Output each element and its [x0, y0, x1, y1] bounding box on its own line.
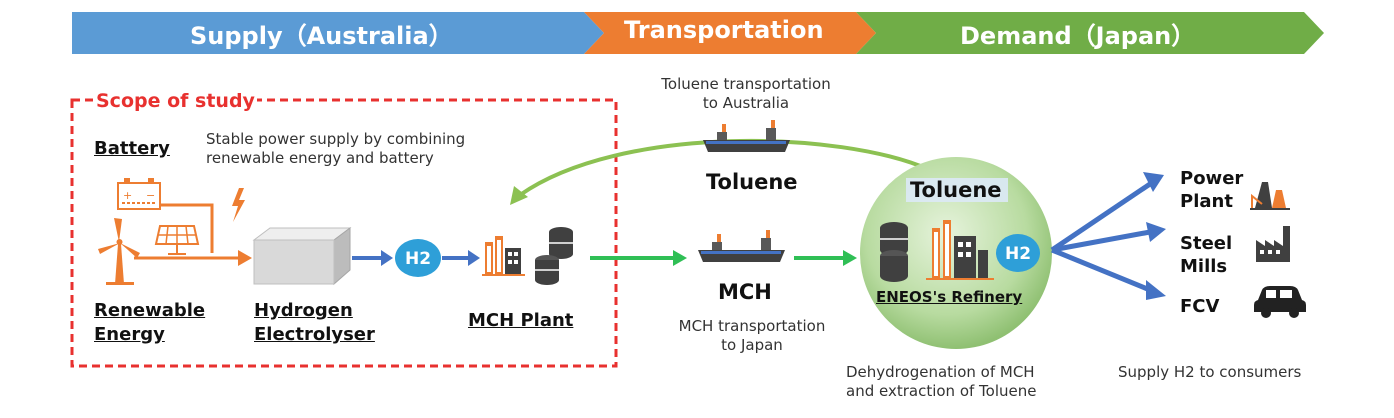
toluene-transport-line2: to Australia [702, 94, 790, 112]
tank-icon [880, 222, 908, 282]
toluene-return-arrowhead [510, 186, 528, 205]
ship-icon [703, 120, 790, 152]
tank-icon [535, 227, 573, 285]
scope-of-study-title: Scope of study [94, 90, 257, 112]
battery-note-line2: renewable energy and battery [206, 149, 434, 167]
mch-plant-label: MCH Plant [468, 310, 574, 331]
electrolyser-label-line2: Electrolyser [254, 324, 375, 345]
power-plant-icon [1250, 182, 1290, 210]
battery-label: Battery [94, 138, 170, 159]
power-plant-label-line1: Power [1180, 168, 1244, 189]
blue-arrowhead-1 [381, 250, 393, 266]
wind-turbine-icon [98, 218, 140, 285]
electrolyser-label-line1: Hydrogen [254, 300, 353, 321]
solar-panel-icon [154, 225, 200, 255]
demand-banner-label: Demand（Japan） [960, 22, 1196, 50]
svg-text:−: − [146, 189, 155, 202]
fcv-label: FCV [1180, 296, 1220, 317]
electrolyser-box-icon [252, 227, 352, 286]
car-icon [1254, 286, 1306, 318]
toluene-label: Toluene [706, 170, 798, 194]
h2-badge [395, 239, 441, 277]
refinery-toluene-label: Toluene [910, 178, 1002, 202]
renewable-label-line2: Energy [94, 324, 165, 345]
blue-arrowhead-fcv [1146, 280, 1166, 300]
svg-text:+: + [123, 189, 132, 202]
renewable-label-line1: Renewable [94, 300, 206, 321]
h2-badge-label: H2 [405, 249, 431, 269]
h2-badge [996, 234, 1040, 272]
blue-arrowhead-steel [1146, 222, 1166, 242]
mch-transport-line1: MCH transportation [678, 317, 826, 335]
toluene-highlight [906, 178, 1008, 202]
toluene-transport-line1: Toluene transportation [661, 75, 831, 93]
steel-mills-label-line2: Mills [1180, 256, 1228, 277]
green-arrowhead-1 [673, 250, 687, 266]
orange-arrowhead [238, 250, 252, 266]
to-power-plant-arrow [1050, 181, 1152, 253]
supply-banner-label: Supply（Australia） [190, 22, 453, 50]
steel-mills-label-line1: Steel [1180, 233, 1233, 254]
transport-banner-label: Transportation [624, 16, 824, 44]
refinery-name: ENEOS's Refinery [876, 288, 1023, 306]
transport-banner [584, 12, 876, 54]
refinery-h2-label: H2 [1005, 244, 1031, 264]
plant-icon [926, 220, 994, 280]
dehydro-line2: and extraction of Toluene [846, 382, 1037, 400]
lightning-icon [232, 188, 245, 222]
dehydro-line1: Dehydrogenation of MCH [846, 363, 1035, 381]
battery-note-line1: Stable power supply by combining [206, 130, 466, 148]
blue-arrowhead-2 [468, 250, 480, 266]
green-arrowhead-2 [843, 250, 857, 266]
mch-label: MCH [718, 280, 772, 304]
supply-banner [72, 12, 604, 54]
factory-icon [1256, 226, 1290, 262]
ship-icon [698, 230, 785, 262]
power-plant-label-line2: Plant [1180, 191, 1233, 212]
scope-box [70, 98, 618, 368]
battery-to-bus-line [160, 203, 214, 253]
supply-h2-note: Supply H2 to consumers [1118, 363, 1302, 381]
demand-banner [856, 12, 1324, 54]
to-steel-mills-arrow [1051, 229, 1151, 253]
to-fcv-arrow [1051, 247, 1151, 293]
battery-icon: + − [117, 178, 161, 210]
plant-icon [482, 236, 525, 276]
blue-arrowhead-power [1143, 172, 1164, 192]
mch-transport-line2: to Japan [721, 336, 783, 354]
